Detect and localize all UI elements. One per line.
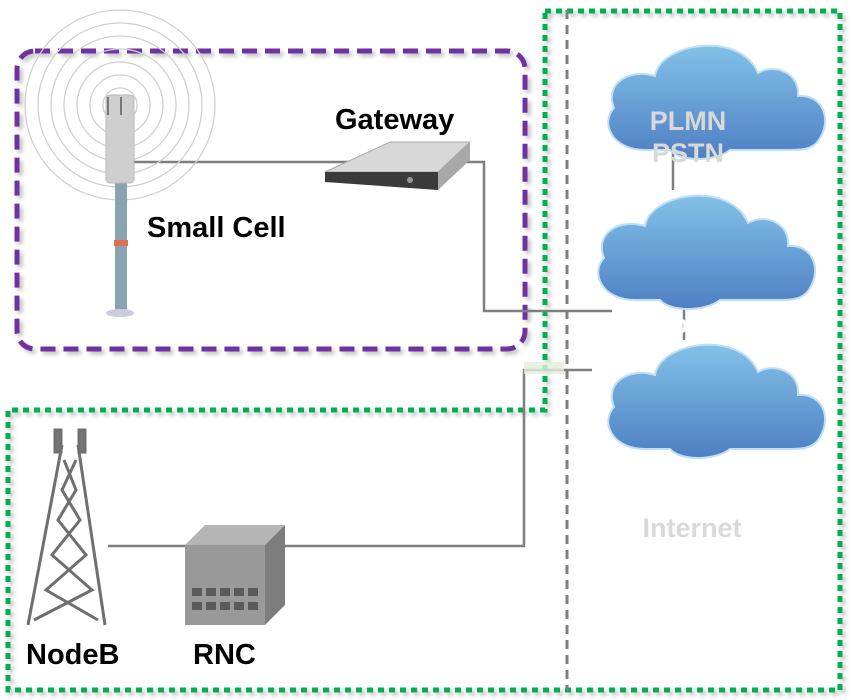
core-label: Core [652,309,714,339]
small-cell-label: Small Cell [147,212,286,244]
small-cell-icon [24,9,216,317]
plmn-pstn-cloud: PLMN PSTN [607,44,827,168]
gateway-server-icon [324,141,472,190]
rnc-label: RNC [193,639,256,671]
plmn-label: PLMN [650,106,727,136]
link-nodeb-rnc-core [108,368,592,548]
internet-label: Internet [642,513,741,543]
link-smallcell-gateway-core [125,160,612,313]
internet-cloud: Internet [607,343,827,543]
rnc-device-icon [185,525,285,625]
link-highlight [524,362,564,374]
gateway-label: Gateway [335,104,454,136]
small-cell-group-border [14,48,528,352]
pstn-label: PSTN [652,138,724,168]
nodeb-label: NodeB [26,639,119,671]
macro-network-group-border [5,8,843,693]
nodeb-tower-icon [26,428,107,626]
